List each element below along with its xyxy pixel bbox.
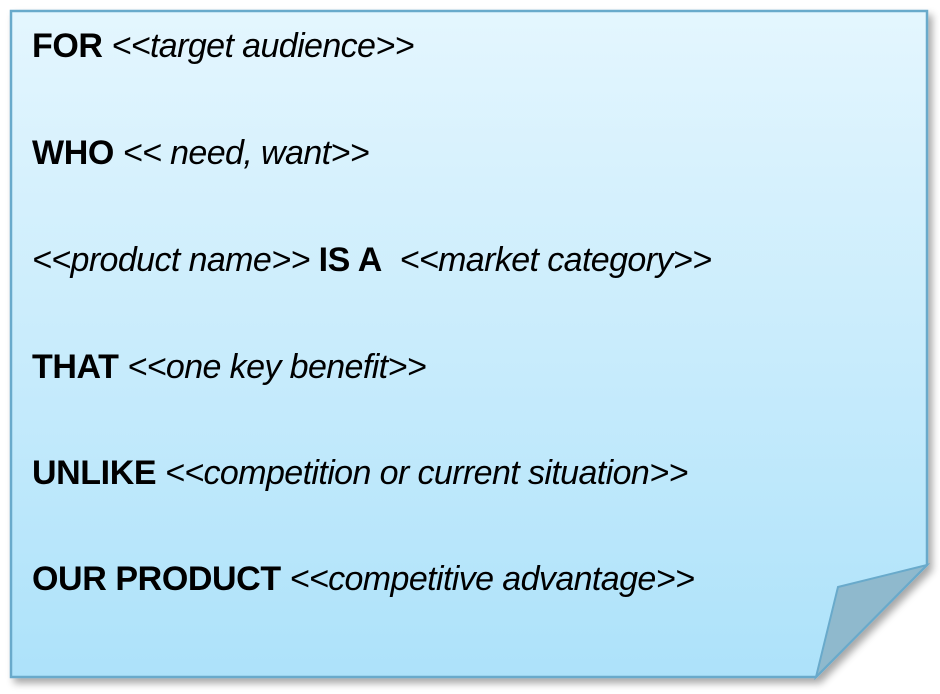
folded-corner — [814, 563, 931, 681]
keyword: OUR PRODUCT — [32, 560, 281, 598]
keyword: FOR — [32, 27, 103, 65]
placeholder: <<one key benefit>> — [127, 348, 427, 386]
keyword: THAT — [32, 348, 119, 386]
keyword: IS A — [318, 241, 383, 279]
keyword: UNLIKE — [32, 454, 157, 492]
line-unlike: UNLIKE <<competition or current situatio… — [32, 449, 688, 497]
placeholder: <<target audience>> — [111, 27, 414, 65]
placeholder: <<market category>> — [399, 241, 712, 279]
keyword: WHO — [32, 134, 114, 172]
line-for: FOR <<target audience>> — [32, 22, 414, 70]
placeholder: <<competition or current situation>> — [165, 454, 688, 492]
placeholder: << need, want>> — [122, 134, 370, 172]
line-who: WHO << need, want>> — [32, 129, 370, 177]
line-that: THAT <<one key benefit>> — [32, 343, 427, 391]
placeholder: <<competitive advantage>> — [289, 560, 695, 598]
placeholder-prefix: <<product name>> — [32, 241, 310, 279]
line-our-product: OUR PRODUCT <<competitive advantage>> — [32, 555, 695, 603]
line-is-a: <<product name>> IS A <<market category>… — [32, 236, 712, 284]
